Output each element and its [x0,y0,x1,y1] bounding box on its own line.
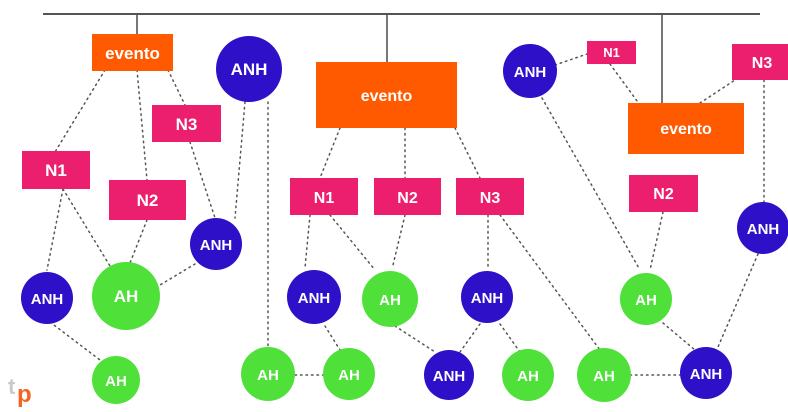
anh-label: ANH [690,366,723,383]
n-node: N2 [109,180,186,220]
connection [46,188,64,271]
anh-node: ANH [461,271,513,323]
event-node: evento [316,62,457,128]
event-label: evento [660,121,712,138]
anh-node: ANH [737,202,788,254]
connection [699,79,736,104]
ah-node: AH [92,262,160,330]
ah-node: AH [241,347,295,401]
connection [189,141,216,219]
n-node: N2 [629,175,698,212]
anh-node: ANH [503,44,557,98]
n-label: N2 [653,186,674,203]
connection [394,325,436,353]
connection [649,211,664,271]
ah-node: AH [92,356,140,404]
brand-logo: t p [8,374,32,408]
anh-label: ANH [231,60,268,79]
anh-node: ANH [287,270,341,324]
n-label: N3 [480,190,501,207]
ah-label: AH [593,368,615,385]
n-label: N3 [176,115,198,134]
connection [304,214,311,269]
ah-label: AH [114,287,139,306]
connection [392,214,406,266]
event-node: evento [92,34,173,71]
n-label: N2 [137,191,159,210]
n-node: N3 [152,105,221,142]
connection [324,325,341,351]
ah-node: AH [620,273,672,325]
n-label: N3 [752,55,773,72]
ah-label: AH [257,367,279,384]
connection [329,214,376,271]
connection [554,52,591,66]
ah-label: AH [105,373,127,390]
event-label: evento [361,88,413,105]
anh-node: ANH [424,350,474,400]
n-node: N3 [456,178,524,215]
connection [54,69,106,153]
anh-node: ANH [190,218,242,270]
ah-node: AH [323,348,375,400]
n-label: N1 [603,45,620,60]
n-label: N1 [314,190,335,207]
n-label: N1 [45,161,67,180]
anh-label: ANH [514,64,547,81]
connection [541,97,641,271]
event-label: evento [105,44,160,63]
event-node: evento [628,103,744,154]
ah-label: AH [635,292,657,309]
ah-node: AH [362,271,418,327]
connection [167,69,186,106]
anh-label: ANH [747,221,780,238]
logo-p-glyph: p [17,381,32,408]
n-label: N2 [397,190,418,207]
n-node: N1 [290,178,358,215]
anh-label: ANH [31,291,64,308]
anh-node: ANH [21,272,73,324]
ah-label: AH [517,368,539,385]
connection [459,323,481,353]
connection [129,219,148,264]
anh-label: ANH [471,290,504,307]
n-node: N2 [374,178,441,215]
connection [717,253,759,348]
n-node: N1 [587,41,636,64]
connection [454,127,481,179]
n-node: N1 [22,151,90,189]
connection [49,321,101,361]
connection [234,101,246,219]
anh-node: ANH [216,36,282,102]
connection [136,69,148,181]
anh-label: ANH [298,290,331,307]
n-node: N3 [732,44,788,80]
logo-t-glyph: t [8,374,16,399]
connection [62,188,111,267]
connection [662,322,696,351]
connection [499,214,601,351]
ah-label: AH [338,367,360,384]
ah-label: AH [379,292,401,309]
connection [499,323,521,353]
connection [159,263,196,286]
ah-node: AH [577,348,631,402]
ah-node: AH [502,349,554,401]
anh-node: ANH [680,347,732,399]
anh-label: ANH [433,368,466,385]
connection [319,127,341,179]
connection [609,63,641,106]
connections [46,52,765,376]
anh-label: ANH [200,237,233,254]
